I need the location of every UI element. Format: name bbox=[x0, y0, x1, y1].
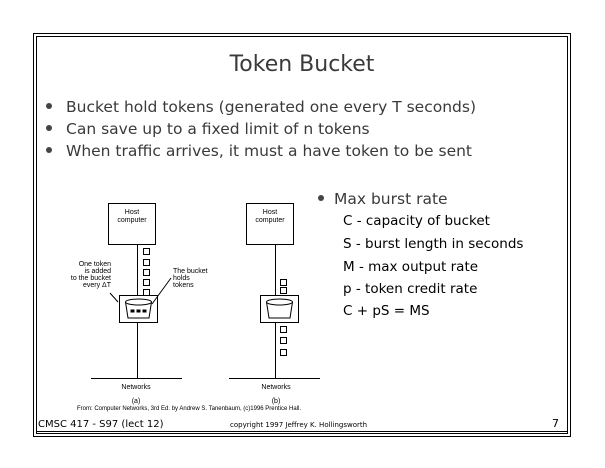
host-label: Host bbox=[125, 209, 139, 216]
host-label: computer bbox=[117, 217, 147, 224]
token-square bbox=[280, 326, 287, 333]
bullet-2: Can save up to a fixed limit of n tokens bbox=[46, 120, 370, 138]
bucket-box bbox=[260, 295, 299, 323]
def-line: S - burst length in seconds bbox=[343, 236, 524, 252]
def-line: M - max output rate bbox=[343, 259, 479, 275]
host-computer-box bbox=[108, 203, 156, 245]
bullet-text: When traffic arrives, it must a have tok… bbox=[66, 142, 473, 160]
bullet-dot-icon bbox=[318, 194, 324, 201]
annotation-text: to the bucket bbox=[71, 275, 111, 282]
bucket-box bbox=[119, 295, 158, 323]
annotation-text: tokens bbox=[173, 282, 194, 289]
footer-course: CMSC 417 - S97 (lect 12) bbox=[38, 419, 164, 430]
bullet-3: When traffic arrives, it must a have tok… bbox=[46, 142, 472, 160]
bullet-1: Bucket hold tokens (generated one every … bbox=[46, 98, 476, 116]
def-line: C - capacity of bucket bbox=[343, 213, 490, 229]
token-square bbox=[280, 349, 287, 356]
host-computer-box bbox=[246, 203, 294, 245]
bucket-icon bbox=[266, 298, 293, 319]
annotation-text: The bucket bbox=[173, 268, 208, 275]
bullet-text: Can save up to a fixed limit of n tokens bbox=[66, 120, 370, 138]
source-citation: From: Computer Networks, 3rd Ed. by Andr… bbox=[77, 406, 301, 412]
bullet-dot-icon bbox=[46, 102, 52, 109]
diagram-a: Host computer Networks (a) One token is … bbox=[71, 203, 208, 405]
slide-title: Token Bucket bbox=[229, 52, 375, 77]
bucket-icon bbox=[125, 298, 152, 319]
arrow-icon bbox=[109, 292, 119, 303]
bullet-dot-icon bbox=[46, 124, 52, 131]
page-number: 7 bbox=[552, 417, 559, 430]
figure-label-a: (a) bbox=[132, 398, 141, 405]
host-label: Host bbox=[263, 209, 277, 216]
def-line: p - token credit rate bbox=[343, 281, 478, 297]
diagram-b: Host computer Networks (b) bbox=[229, 203, 320, 405]
token-square bbox=[280, 337, 287, 344]
token-squares bbox=[143, 248, 150, 296]
annotation-text: One token bbox=[79, 261, 111, 268]
annotation-text: holds bbox=[173, 275, 190, 282]
networks-label: Networks bbox=[121, 384, 151, 391]
slide-outer-border bbox=[33, 33, 571, 437]
token-square bbox=[280, 279, 287, 286]
footer-copyright: copyright 1997 Jeffrey K. Hollingsworth bbox=[230, 421, 368, 429]
annotation-text: every ΔT bbox=[83, 282, 112, 289]
host-label: computer bbox=[255, 217, 285, 224]
annotation-text: is added bbox=[85, 268, 112, 275]
bullet-max-burst: Max burst rate bbox=[318, 190, 448, 208]
bullet-dot-icon bbox=[46, 146, 52, 153]
arrow-icon bbox=[151, 277, 172, 305]
bullet-text: Max burst rate bbox=[334, 190, 448, 208]
figure-label-b: (b) bbox=[272, 398, 281, 405]
slide-inner-border bbox=[36, 36, 568, 434]
bullet-text: Bucket hold tokens (generated one every … bbox=[66, 98, 476, 116]
networks-label: Networks bbox=[261, 384, 291, 391]
token-square bbox=[280, 287, 287, 294]
def-line: C + pS = MS bbox=[343, 303, 430, 319]
